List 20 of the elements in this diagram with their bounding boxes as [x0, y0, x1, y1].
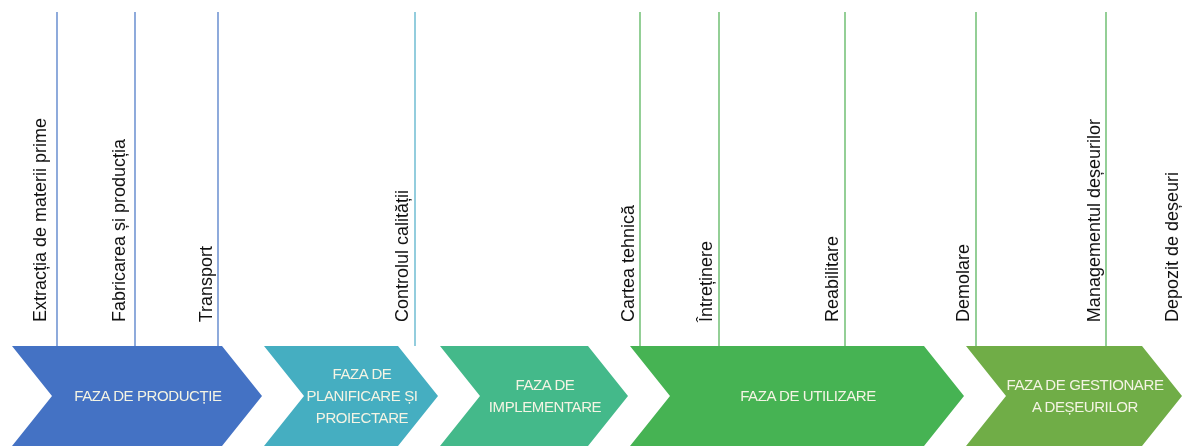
- phase-banner: [966, 346, 1182, 446]
- milestone-label: Întreținere: [695, 240, 717, 322]
- phase-banner: [264, 346, 438, 446]
- phase-banner: [12, 346, 262, 446]
- milestone-label: Extracția de materii prime: [29, 117, 51, 322]
- phase-label: FAZA DE PLANIFICARE ȘI PROIECTARE: [305, 364, 419, 428]
- milestone-label: Reabilitare: [821, 235, 843, 322]
- phase-label: FAZA DE UTILIZARE: [740, 386, 876, 406]
- milestone-label: Managementul deșeurilor: [1083, 118, 1105, 322]
- phase-label: FAZA DE GESTIONARE A DEȘEURILOR: [1005, 375, 1165, 417]
- phase-banner: [630, 346, 964, 446]
- milestone-label: Controlul calității: [391, 189, 413, 322]
- milestone-label: Transport: [195, 245, 217, 322]
- milestone-label: Demolare: [952, 243, 974, 322]
- phase-label: FAZA DE IMPLEMENTARE: [487, 375, 603, 417]
- milestone-label: Depozit de deșeuri: [1161, 171, 1183, 322]
- phase-banner: [440, 346, 628, 446]
- phase-label: FAZA DE PRODUCȚIE: [74, 386, 222, 406]
- milestone-label: Fabricarea și producția: [108, 138, 130, 322]
- milestone-label: Cartea tehnică: [617, 204, 639, 322]
